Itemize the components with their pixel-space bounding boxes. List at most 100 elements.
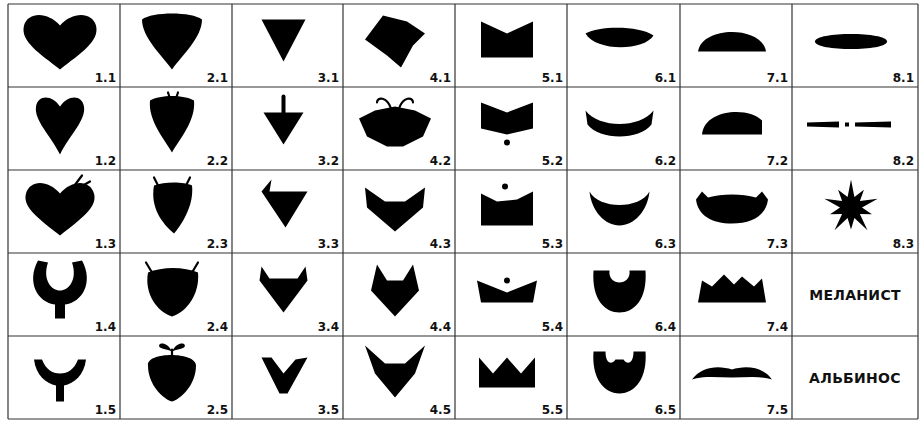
cell-number: 7.1	[767, 72, 788, 84]
silhouette	[477, 278, 537, 303]
silhouette-shape	[504, 140, 510, 146]
silhouette-stroke	[70, 176, 90, 192]
silhouette	[698, 32, 766, 52]
grid-line	[8, 3, 918, 4]
silhouette-shape	[365, 16, 425, 68]
cell-number: 3.2	[318, 155, 339, 167]
silhouette-shape	[36, 98, 84, 155]
silhouette	[481, 22, 533, 58]
silhouette	[148, 344, 196, 402]
grid-line	[7, 4, 8, 419]
silhouette-shape	[260, 267, 308, 313]
silhouette	[36, 98, 84, 155]
silhouette-stroke	[377, 99, 413, 109]
silhouette-shape	[34, 360, 86, 402]
cell-number: 3.4	[318, 321, 339, 333]
silhouette	[702, 112, 762, 135]
silhouette-shape	[502, 184, 508, 190]
grid-line	[454, 4, 455, 419]
cell-number: 1.4	[95, 321, 116, 333]
cell-number: 7.3	[767, 238, 788, 250]
silhouette	[807, 122, 891, 128]
silhouette	[25, 176, 94, 236]
silhouette-shape	[147, 268, 198, 317]
cell-number: 8.1	[893, 72, 914, 84]
cell-number: 4.4	[430, 321, 451, 333]
cell-number: 5.4	[542, 321, 563, 333]
cell-number: 6.5	[655, 404, 676, 416]
silhouette-shape	[23, 15, 96, 70]
silhouette	[696, 192, 768, 224]
cell-number: 1.3	[95, 238, 116, 250]
silhouette	[262, 20, 306, 62]
grid-line	[119, 4, 120, 419]
silhouette-shape	[815, 34, 887, 49]
silhouette-shape	[153, 183, 192, 234]
grid-line	[8, 418, 918, 419]
silhouette	[479, 358, 535, 388]
silhouette	[593, 352, 645, 394]
grid-line	[8, 86, 918, 87]
cell-number: 6.3	[655, 238, 676, 250]
silhouette	[34, 360, 86, 402]
grid-line	[8, 335, 918, 336]
silhouette-shape	[702, 112, 762, 135]
silhouette-shape	[590, 192, 650, 226]
silhouette	[586, 28, 654, 48]
silhouette	[590, 192, 650, 226]
grid-line	[566, 4, 567, 419]
silhouette	[692, 367, 772, 379]
silhouette-stroke	[154, 178, 190, 186]
silhouette-stroke	[168, 93, 178, 99]
silhouette	[593, 271, 645, 313]
cell-number: 5.3	[542, 238, 563, 250]
silhouette	[150, 93, 194, 153]
silhouette-shape	[698, 32, 766, 52]
silhouette	[824, 180, 877, 231]
silhouette-stroke	[282, 97, 286, 115]
silhouette-shape	[264, 113, 304, 145]
silhouette	[153, 178, 192, 234]
grid-line	[8, 169, 918, 170]
silhouette-shape	[150, 96, 194, 153]
cell-number: 5.1	[542, 72, 563, 84]
silhouette-shape	[262, 358, 308, 394]
silhouette-shape	[593, 271, 645, 313]
cell-number: 6.2	[655, 155, 676, 167]
silhouette-stroke	[146, 263, 198, 273]
cell-number: 4.2	[430, 155, 451, 167]
cell-number: 5.2	[542, 155, 563, 167]
silhouette	[481, 103, 533, 146]
silhouette-shape	[479, 358, 535, 388]
silhouette-shape	[696, 192, 768, 224]
silhouette-shape	[481, 192, 533, 226]
cell-number: 2.5	[207, 404, 228, 416]
silhouette-shape	[25, 183, 94, 236]
silhouette-shape	[262, 20, 306, 62]
cell-number: 4.5	[430, 404, 451, 416]
cell-number: 2.2	[207, 155, 228, 167]
cell-number: 1.2	[95, 155, 116, 167]
cell-number: 3.5	[318, 404, 339, 416]
silhouette	[33, 261, 87, 319]
silhouette	[586, 111, 654, 137]
grid-line	[231, 4, 232, 419]
grid-line	[917, 4, 918, 419]
cell-number: 3.1	[318, 72, 339, 84]
silhouette	[698, 275, 766, 303]
silhouette-shape	[142, 14, 202, 70]
silhouette-shape	[504, 278, 510, 284]
silhouette-shape	[33, 261, 87, 319]
silhouette	[481, 184, 533, 226]
silhouette-shape	[481, 22, 533, 58]
grid-lines	[8, 4, 918, 419]
cell-number: 2.3	[207, 238, 228, 250]
cell-number: 1.1	[95, 72, 116, 84]
silhouette-shape	[692, 367, 772, 379]
cell-title: АЛЬБИНОС	[809, 371, 901, 385]
silhouette-shape	[698, 275, 766, 303]
cell-number: 2.1	[207, 72, 228, 84]
cell-number: 7.5	[767, 404, 788, 416]
